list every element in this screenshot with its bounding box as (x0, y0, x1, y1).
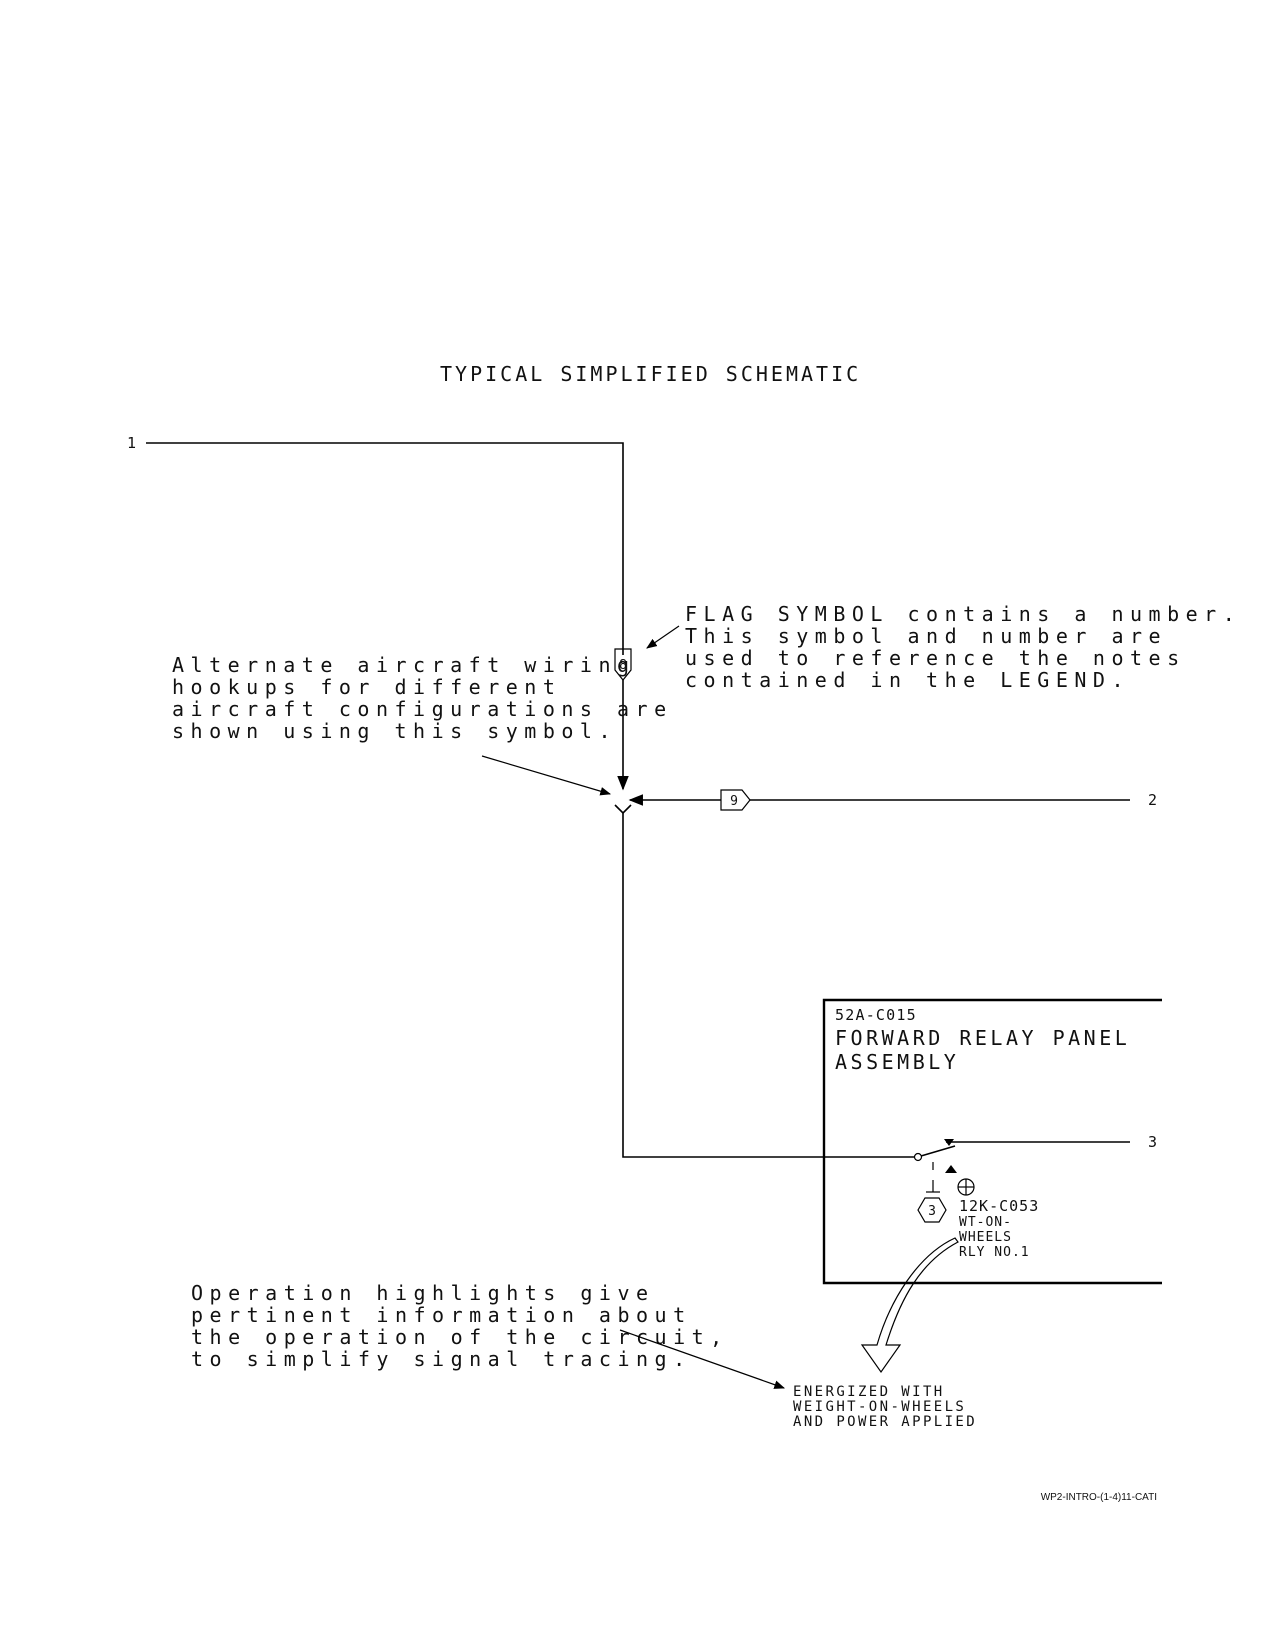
energized-note-line-2: WEIGHT-ON-WHEELS (793, 1399, 966, 1415)
wire-terminal-1 (146, 442, 624, 655)
relay-desc-line-4: RLY NO.1 (959, 1245, 1030, 1260)
crosshair-circle-icon (957, 1178, 975, 1196)
figure-id: WP2-INTRO-(1-4)11-CATI (1041, 1492, 1157, 1503)
forward-relay-panel-box (822, 998, 1162, 1285)
flag-note-line-3: used to reference the notes (685, 646, 1186, 670)
alternate-note-line-1: Alternate aircraft wiring (172, 653, 636, 677)
terminal-2-label: 2 (1148, 791, 1157, 809)
panel-ref: 52A-C015 (835, 1006, 917, 1024)
flag-callout-arrow (646, 625, 680, 649)
operation-note-line-4: to simplify signal tracing. (191, 1347, 692, 1371)
relay-ref: 12K-C053 (959, 1197, 1039, 1215)
flag-note-line-2: This symbol and number are (685, 624, 1167, 648)
flag-8-number: 8 (619, 658, 627, 673)
operation-highlight-arrow (860, 1237, 959, 1374)
relay-desc-line-2: WT-ON- (959, 1215, 1012, 1230)
operation-callout-arrow (619, 1329, 786, 1389)
relay-indicator-triangle (945, 1165, 957, 1173)
terminal-1-label: 1 (127, 434, 136, 452)
flag-9-number: 9 (730, 794, 738, 809)
alternate-callout-arrow (481, 755, 612, 796)
operation-note-line-1: Operation highlights give (191, 1281, 655, 1305)
flag-note-line-1: FLAG SYMBOL contains a number. (685, 602, 1241, 626)
relay-contact-arm (920, 1145, 956, 1157)
panel-name-line-1: FORWARD RELAY PANEL (835, 1026, 1130, 1050)
energized-note-line-1: ENERGIZED WITH (793, 1384, 945, 1400)
flag-symbol-8 (614, 648, 632, 681)
energized-note-line-3: AND POWER APPLIED (793, 1414, 977, 1430)
operation-note-line-2: pertinent information about (191, 1303, 692, 1327)
relay-hex-number: 3 (928, 1204, 936, 1219)
relay-contact-pivot (913, 1152, 923, 1162)
relay-hex-symbol (917, 1197, 947, 1223)
flag-note-line-4: contained in the LEGEND. (685, 668, 1130, 692)
relay-desc-line-3: WHEELS (959, 1230, 1012, 1245)
relay-contact-tip (944, 1139, 954, 1146)
panel-name-line-2: ASSEMBLY (835, 1050, 959, 1074)
alternate-note-line-4: shown using this symbol. (172, 719, 617, 743)
wire-to-relay (622, 813, 914, 1158)
alternate-hookup-symbol (614, 804, 632, 815)
alternate-note-line-3: aircraft configurations are (172, 697, 673, 721)
terminal-3-label: 3 (1148, 1133, 1157, 1151)
alternate-note-line-2: hookups for different (172, 675, 561, 699)
diagram-title: TYPICAL SIMPLIFIED SCHEMATIC (440, 362, 861, 386)
operation-note-line-3: the operation of the circuit, (191, 1325, 729, 1349)
flag-symbol-9 (720, 789, 751, 811)
